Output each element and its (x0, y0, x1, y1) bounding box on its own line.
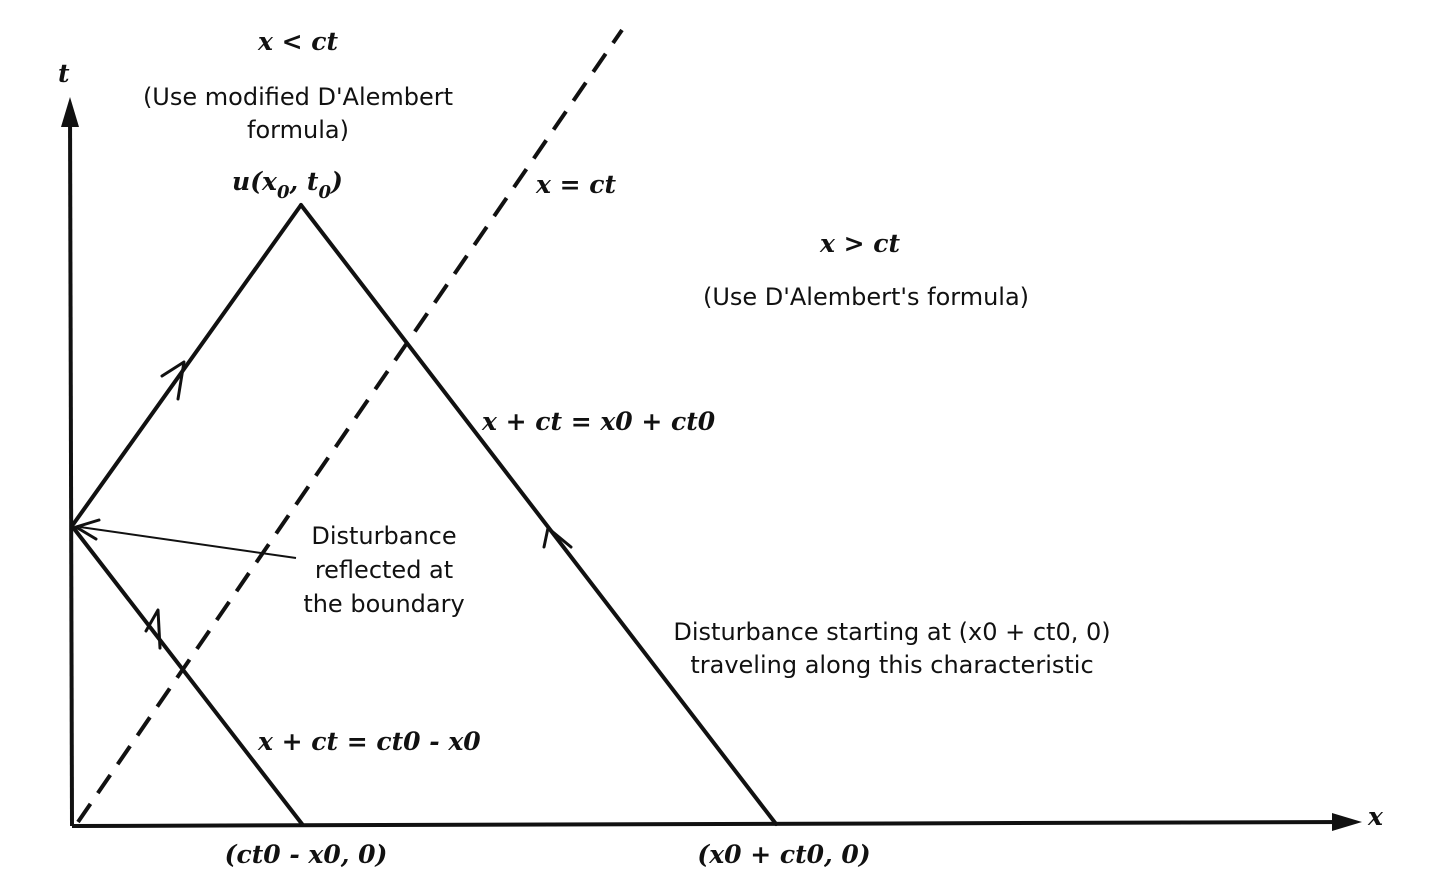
right-characteristic-label: x + ct = x0 + ct0 (481, 407, 716, 436)
starting-note-line1: Disturbance starting at (x0 + ct0, 0) (673, 618, 1110, 646)
reflected-characteristic-upper (70, 203, 303, 528)
dashed-line-x-equals-ct (76, 28, 624, 824)
right-region-condition: x > ct (819, 229, 900, 258)
characteristic-x-plus-ct (299, 203, 778, 826)
right-region-note: (Use D'Alembert's formula) (703, 283, 1029, 311)
x-axis-label: x (1367, 802, 1384, 831)
reflection-pointer-line (79, 526, 297, 559)
reflected-characteristic-lower (70, 524, 304, 826)
point-label-u: u(x0, t0) (232, 167, 343, 203)
x-axis-arrowhead (1332, 813, 1362, 831)
t-axis (68, 109, 74, 827)
left-region-note-line1: (Use modified D'Alembert (143, 83, 453, 111)
dashed-line-label: x = ct (535, 170, 616, 199)
left-region-condition: x < ct (257, 27, 338, 56)
axis-point-right: (x0 + ct0, 0) (697, 840, 870, 869)
reflected-characteristic-label: x + ct = ct0 - x0 (257, 727, 481, 756)
arrow-characteristic-right (542, 526, 573, 549)
reflection-note-line2: reflected at (315, 556, 453, 584)
t-axis-label: t (58, 59, 70, 88)
x-axis (71, 820, 1351, 828)
reflection-note-line3: the boundary (303, 590, 464, 618)
reflection-note-line1: Disturbance (311, 522, 456, 550)
starting-note-line2: traveling along this characteristic (690, 651, 1093, 679)
arrow-reflected-upper (160, 360, 186, 401)
left-region-note-line2: formula) (247, 116, 349, 144)
arrow-reflected-lower (144, 608, 162, 650)
reflection-pointer-arrowhead (74, 518, 101, 541)
axis-point-left: (ct0 - x0, 0) (225, 840, 388, 869)
t-axis-arrowhead (61, 97, 79, 127)
